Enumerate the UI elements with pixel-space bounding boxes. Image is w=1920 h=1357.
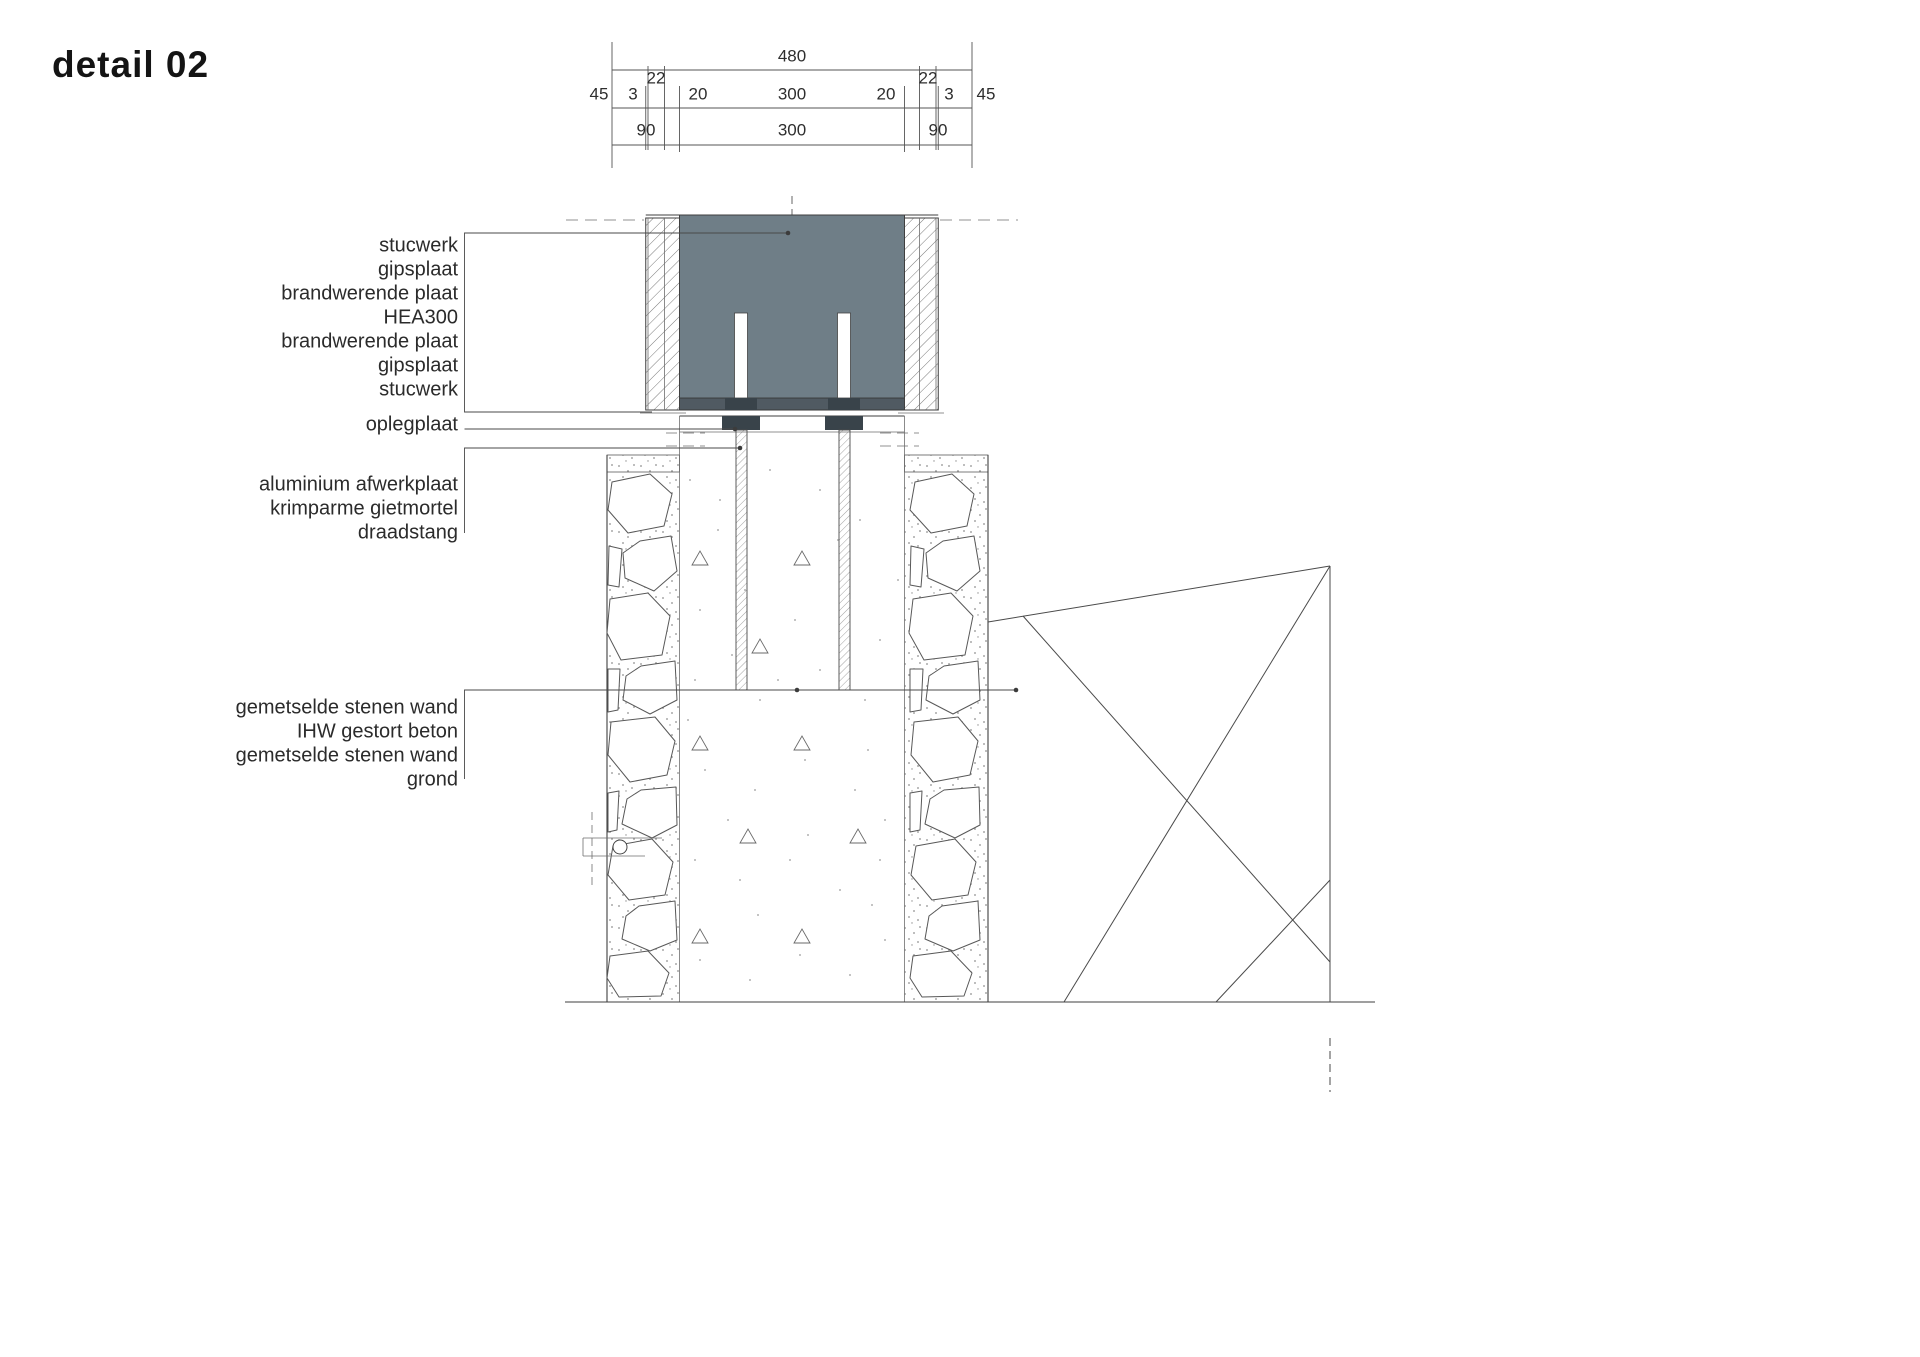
label-gemetselde-stenen-wand-1: gemetselde stenen wand [236,696,458,718]
label-brandwerende-plaat-bottom: brandwerende plaat [281,330,458,352]
annotation-labels: stucwerk gipsplaat brandwerende plaat HE… [236,234,459,790]
label-grond: grond [407,768,458,790]
label-draadstang: draadstang [358,521,458,543]
label-gipsplaat-top: gipsplaat [378,258,459,280]
afwerkplaat-dashes [666,432,919,447]
dim-22-right: 22 [919,68,938,87]
label-aluminium-afwerkplaat: aluminium afwerkplaat [259,473,458,495]
dim-20-left: 20 [689,84,708,103]
anchor-circle [612,839,628,855]
dim-3-right: 3 [944,84,953,103]
ground-symbol [987,565,1331,1092]
cladding-right [904,217,939,411]
top-dimensions: 480 45 3 22 20 300 20 22 3 45 90 300 90 [590,42,996,168]
dim-3-left: 3 [628,84,637,103]
dim-90-right: 90 [929,120,948,139]
dim-22-left: 22 [647,68,666,87]
draadstang-left [735,429,748,691]
concrete-symbols [691,550,867,944]
label-brandwerende-plaat-top: brandwerende plaat [281,282,458,304]
label-gipsplaat-bottom: gipsplaat [378,354,459,376]
oplegplaat-right [825,416,863,430]
stone-wall-left [606,473,678,998]
label-stucwerk-bottom: stucwerk [379,378,459,400]
rod-slot-left [734,312,748,399]
label-gemetselde-stenen-wand-2: gemetselde stenen wand [236,744,458,766]
dim-20-right: 20 [877,84,896,103]
page-title: detail 02 [52,44,210,85]
label-hea300: HEA300 [384,306,459,328]
label-stucwerk-top: stucwerk [379,234,459,256]
dim-total: 480 [778,46,806,65]
label-ihw-gestort-beton: IHW gestort beton [297,720,458,742]
gietmortel-band-right [904,454,989,473]
hea300-beam-section [679,214,905,411]
rod-nut-right [828,398,860,410]
leader-lines [464,230,1019,779]
rod-nut-left [725,398,757,410]
gietmortel-band-left [606,454,680,473]
threaded-rods [731,429,855,691]
cladding-left [645,217,680,411]
stone-wall-right [908,473,981,998]
wall-anchor-detail [582,812,662,888]
dim-45-left: 45 [590,84,609,103]
oplegplaat-left [722,416,760,430]
beam-assembly [566,196,1018,473]
dim-45-right: 45 [977,84,996,103]
draadstang-right [838,429,851,691]
dim-300-mid: 300 [778,84,806,103]
label-oplegplaat: oplegplaat [366,413,459,435]
dim-300-bottom: 300 [778,120,806,139]
beam-bottom-flange [679,397,905,411]
foundation [565,416,1375,1003]
dim-90-left: 90 [637,120,656,139]
concrete-speckle [687,469,899,981]
rod-slot-right [837,312,851,399]
label-krimparme-gietmortel: krimparme gietmortel [270,497,458,519]
